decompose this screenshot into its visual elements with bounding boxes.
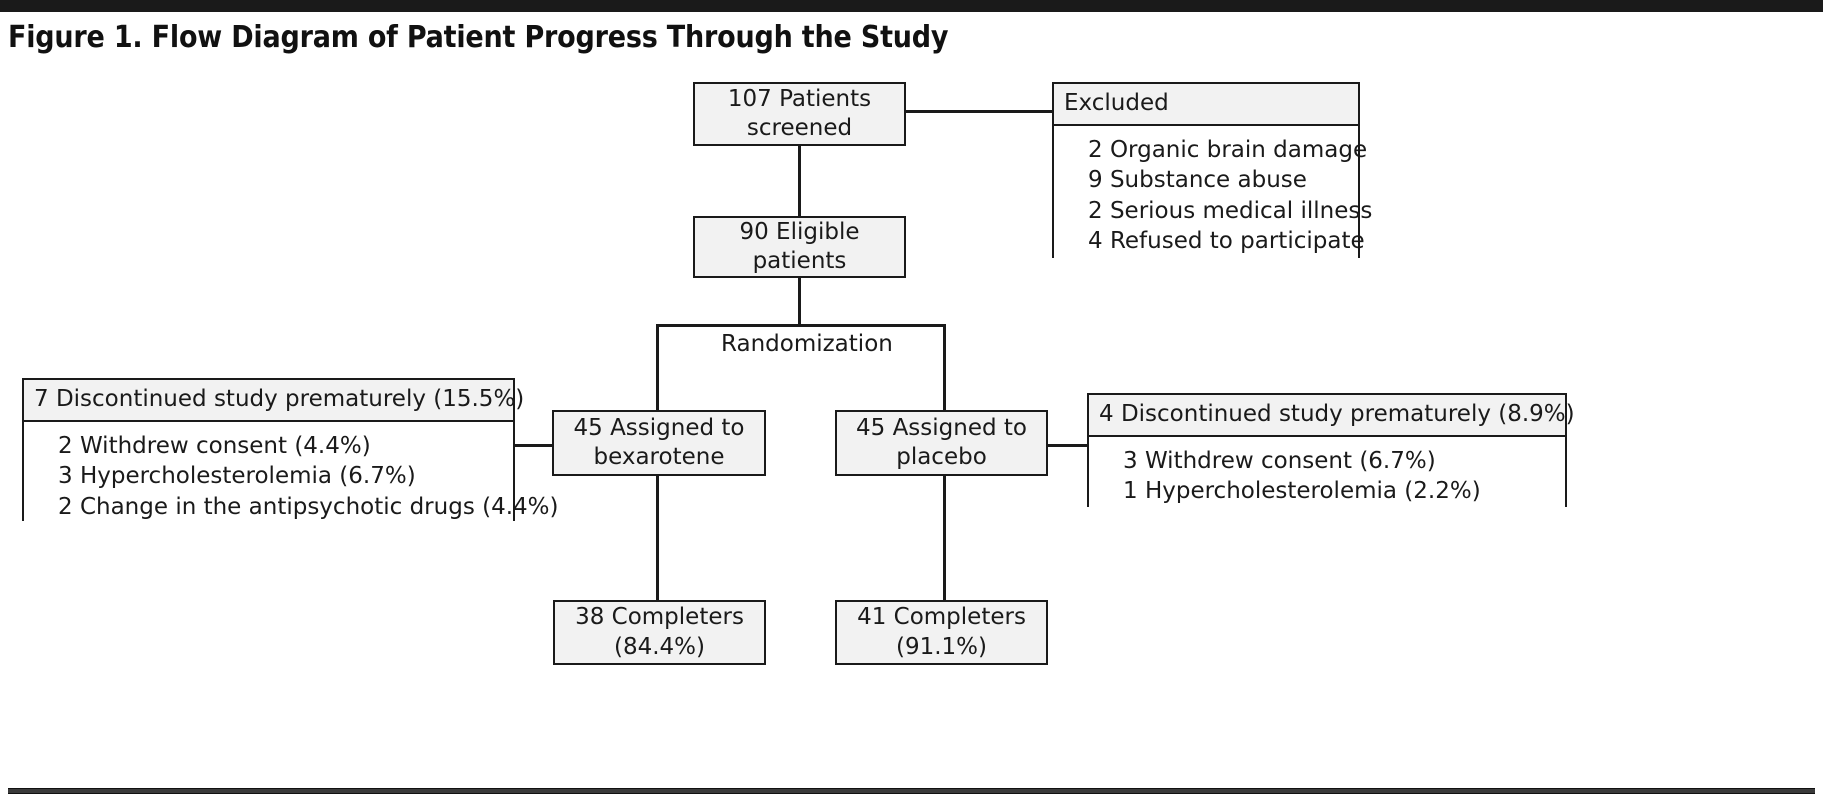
node-completers-bexarotene-line2: (84.4%) — [613, 633, 705, 660]
label-randomization: Randomization — [712, 333, 902, 356]
node-excluded: Excluded 2 Organic brain damage 9 Substa… — [1052, 82, 1372, 267]
node-assigned-placebo: 45 Assigned to placebo — [835, 410, 1048, 476]
node-assigned-placebo-line1: 45 Assigned to — [856, 414, 1027, 441]
node-discontinued-bexarotene-header: 7 Discontinued study prematurely (15.5%) — [24, 380, 524, 422]
node-discontinued-placebo-header: 4 Discontinued study prematurely (8.9%) — [1089, 395, 1575, 437]
connector-randomization-bus — [656, 324, 946, 327]
node-completers-bexarotene-line1: 38 Completers — [575, 604, 744, 631]
node-assigned-bexarotene-line1: 45 Assigned to — [573, 414, 745, 441]
node-completers-placebo-line1: 41 Completers — [857, 604, 1026, 631]
node-completers-placebo-line2: (91.1%) — [895, 633, 987, 660]
node-excluded-item: 2 Serious medical illness — [1088, 197, 1373, 224]
node-excluded-header: Excluded — [1054, 84, 1358, 126]
connector-bexarotene-to-discontinued — [513, 444, 555, 447]
connector-placebo-to-completers — [943, 475, 946, 600]
node-discontinued-bexarotene: 7 Discontinued study prematurely (15.5%)… — [22, 378, 559, 533]
connector-screened-to-excluded — [904, 110, 1054, 113]
top-rule — [0, 0, 1823, 12]
node-assigned-placebo-line2: placebo — [896, 444, 987, 470]
node-excluded-body: 2 Organic brain damage 9 Substance abuse… — [1054, 126, 1373, 267]
connector-placebo-to-discontinued — [1045, 444, 1089, 447]
node-eligible-patients-line1: 90 Eligible — [739, 218, 860, 245]
node-patients-screened-line1: 107 Patients — [727, 85, 872, 112]
node-discontinued-bexarotene-body: 2 Withdrew consent (4.4%) 3 Hypercholest… — [24, 422, 559, 533]
top-rule-spacer — [0, 12, 1823, 14]
node-patients-screened-line2: screened — [746, 115, 853, 141]
node-assigned-bexarotene: 45 Assigned to bexarotene — [552, 410, 766, 476]
connector-bus-to-placebo — [943, 324, 946, 412]
node-discontinued-placebo-body: 3 Withdrew consent (6.7%) 1 Hypercholest… — [1089, 437, 1565, 517]
node-excluded-item: 9 Substance abuse — [1088, 167, 1307, 194]
node-discontinued-placebo-item: 1 Hypercholesterolemia (2.2%) — [1123, 478, 1481, 505]
node-discontinued-bexarotene-item: 2 Change in the antipsychotic drugs (4.4… — [58, 493, 559, 520]
node-completers-bexarotene: 38 Completers (84.4%) — [553, 600, 766, 665]
node-completers-placebo: 41 Completers (91.1%) — [835, 600, 1048, 665]
connector-bexarotene-to-completers — [656, 475, 659, 600]
node-eligible-patients-line2: patients — [752, 248, 847, 274]
connector-screened-to-eligible — [798, 144, 801, 218]
figure-title: Figure 1. Flow Diagram of Patient Progre… — [8, 20, 949, 55]
connector-eligible-to-randomization — [798, 276, 801, 326]
node-excluded-item: 4 Refused to participate — [1088, 228, 1365, 255]
node-assigned-bexarotene-line2: bexarotene — [593, 444, 725, 470]
node-discontinued-bexarotene-item: 3 Hypercholesterolemia (6.7%) — [58, 463, 416, 490]
node-discontinued-bexarotene-item: 2 Withdrew consent (4.4%) — [58, 433, 371, 459]
node-discontinued-placebo-item: 3 Withdrew consent (6.7%) — [1123, 448, 1436, 474]
bottom-rule — [8, 788, 1815, 794]
node-patients-screened: 107 Patients screened — [693, 82, 906, 146]
connector-bus-to-bexarotene — [656, 324, 659, 412]
node-eligible-patients: 90 Eligible patients — [693, 216, 906, 278]
node-excluded-item: 2 Organic brain damage — [1088, 137, 1368, 163]
node-discontinued-placebo: 4 Discontinued study prematurely (8.9%) … — [1087, 393, 1575, 517]
